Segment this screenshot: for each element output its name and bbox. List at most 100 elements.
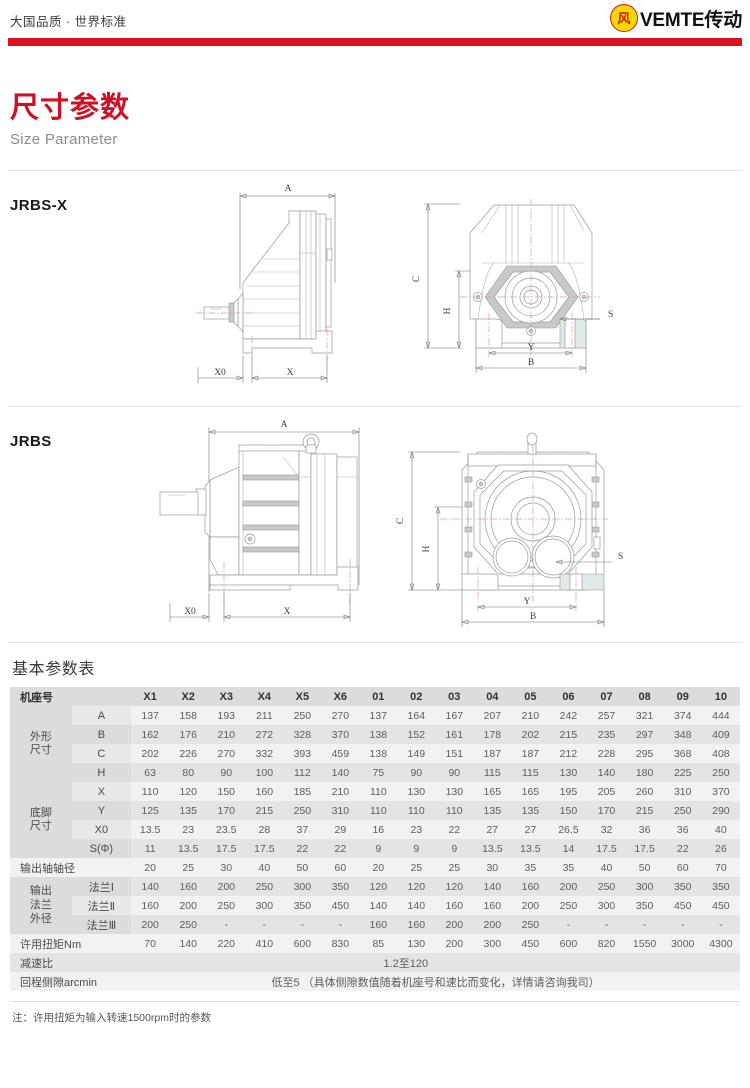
data-cell: 27 bbox=[511, 820, 550, 840]
data-cell: 321 bbox=[625, 706, 664, 726]
data-cell: 185 bbox=[283, 782, 322, 802]
data-cell: 164 bbox=[397, 706, 436, 726]
page-title-en: Size Parameter bbox=[10, 131, 118, 149]
divider-bottom bbox=[8, 642, 742, 644]
svg-text:X0: X0 bbox=[214, 368, 226, 378]
row-label: 法兰Ⅰ bbox=[71, 877, 132, 897]
row-label: B bbox=[71, 725, 132, 745]
data-cell: 152 bbox=[397, 725, 436, 745]
data-cell: 215 bbox=[245, 801, 284, 821]
drawing-jrbs-svg: A bbox=[159, 420, 623, 628]
data-cell: 80 bbox=[169, 763, 208, 783]
data-cell: 110 bbox=[359, 782, 398, 802]
data-cell: 140 bbox=[359, 896, 398, 916]
data-cell: 370 bbox=[321, 725, 360, 745]
data-cell: 22 bbox=[663, 839, 702, 859]
data-cell: 300 bbox=[473, 934, 512, 954]
data-cell: 207 bbox=[473, 706, 512, 726]
data-cell: 444 bbox=[701, 706, 740, 726]
data-cell: 36 bbox=[663, 820, 702, 840]
data-cell: 370 bbox=[701, 782, 740, 802]
data-cell: 250 bbox=[663, 801, 702, 821]
data-cell: 160 bbox=[435, 896, 474, 916]
data-cell: 17.5 bbox=[587, 839, 626, 859]
data-cell: 600 bbox=[283, 934, 322, 954]
drawing-section-jrbs: JRBS A bbox=[0, 407, 750, 642]
page-title-cn: 尺寸参数 bbox=[10, 92, 131, 124]
data-cell: 297 bbox=[625, 725, 664, 745]
data-cell: 250 bbox=[283, 706, 322, 726]
table-section-title: 基本参数表 bbox=[12, 661, 96, 679]
data-cell: 162 bbox=[131, 725, 170, 745]
page-title-block: 尺寸参数 Size Parameter bbox=[0, 48, 750, 148]
row-label: 回程侧隙arcmin bbox=[10, 972, 132, 992]
brand-logo: 风 VEMTE传动 bbox=[609, 4, 742, 32]
ratio-value: 1.2至120 bbox=[71, 953, 740, 973]
data-cell: 160 bbox=[245, 782, 284, 802]
data-cell: 200 bbox=[207, 877, 246, 897]
data-cell: - bbox=[245, 915, 284, 935]
data-cell: 40 bbox=[587, 858, 626, 878]
data-cell: 350 bbox=[321, 877, 360, 897]
data-cell: 37 bbox=[283, 820, 322, 840]
data-cell: 350 bbox=[283, 896, 322, 916]
row-group-label: 外形尺寸 bbox=[10, 706, 72, 783]
data-cell: 14 bbox=[549, 839, 588, 859]
data-cell: 165 bbox=[511, 782, 550, 802]
column-header: 07 bbox=[587, 687, 626, 707]
data-cell: 60 bbox=[321, 858, 360, 878]
column-header: X5 bbox=[283, 687, 322, 707]
data-cell: 25 bbox=[397, 858, 436, 878]
data-cell: 200 bbox=[169, 896, 208, 916]
svg-text:Y: Y bbox=[524, 597, 531, 607]
data-cell: 374 bbox=[663, 706, 702, 726]
data-cell: 22 bbox=[435, 820, 474, 840]
data-cell: 295 bbox=[625, 744, 664, 764]
data-cell: 138 bbox=[359, 744, 398, 764]
data-cell: 140 bbox=[587, 763, 626, 783]
data-cell: 328 bbox=[283, 725, 322, 745]
data-cell: 158 bbox=[169, 706, 208, 726]
data-cell: 23 bbox=[397, 820, 436, 840]
svg-text:X: X bbox=[287, 368, 294, 378]
company-slogan: 大国品质 · 世界标准 bbox=[10, 15, 127, 29]
data-cell: 60 bbox=[663, 858, 702, 878]
data-cell: 90 bbox=[435, 763, 474, 783]
data-cell: - bbox=[625, 915, 664, 935]
data-cell: 130 bbox=[549, 763, 588, 783]
column-header: X1 bbox=[131, 687, 170, 707]
data-cell: 205 bbox=[587, 782, 626, 802]
data-cell: 150 bbox=[549, 801, 588, 821]
data-cell: 226 bbox=[169, 744, 208, 764]
data-cell: 20 bbox=[359, 858, 398, 878]
drawing-label-jrbs: JRBS bbox=[10, 433, 52, 451]
data-cell: 300 bbox=[625, 877, 664, 897]
data-cell: 170 bbox=[587, 801, 626, 821]
data-cell: 250 bbox=[207, 896, 246, 916]
data-cell: 9 bbox=[359, 839, 398, 859]
data-cell: 32 bbox=[587, 820, 626, 840]
data-cell: 200 bbox=[435, 934, 474, 954]
svg-text:B: B bbox=[530, 612, 536, 622]
data-cell: 9 bbox=[397, 839, 436, 859]
data-cell: 161 bbox=[435, 725, 474, 745]
data-cell: 195 bbox=[549, 782, 588, 802]
data-cell: 225 bbox=[663, 763, 702, 783]
data-cell: 270 bbox=[321, 706, 360, 726]
data-cell: 250 bbox=[511, 915, 550, 935]
data-cell: 90 bbox=[207, 763, 246, 783]
svg-text:Y: Y bbox=[528, 343, 535, 353]
row-group-label: 输出法兰外径 bbox=[10, 877, 72, 935]
data-cell: 350 bbox=[625, 896, 664, 916]
data-cell: 200 bbox=[131, 915, 170, 935]
svg-text:B: B bbox=[528, 358, 534, 368]
data-cell: 160 bbox=[397, 915, 436, 935]
data-cell: 75 bbox=[359, 763, 398, 783]
data-cell: 310 bbox=[663, 782, 702, 802]
column-header: 05 bbox=[511, 687, 550, 707]
row-label: 法兰Ⅱ bbox=[71, 896, 132, 916]
data-cell: 4300 bbox=[701, 934, 740, 954]
data-cell: 211 bbox=[245, 706, 284, 726]
